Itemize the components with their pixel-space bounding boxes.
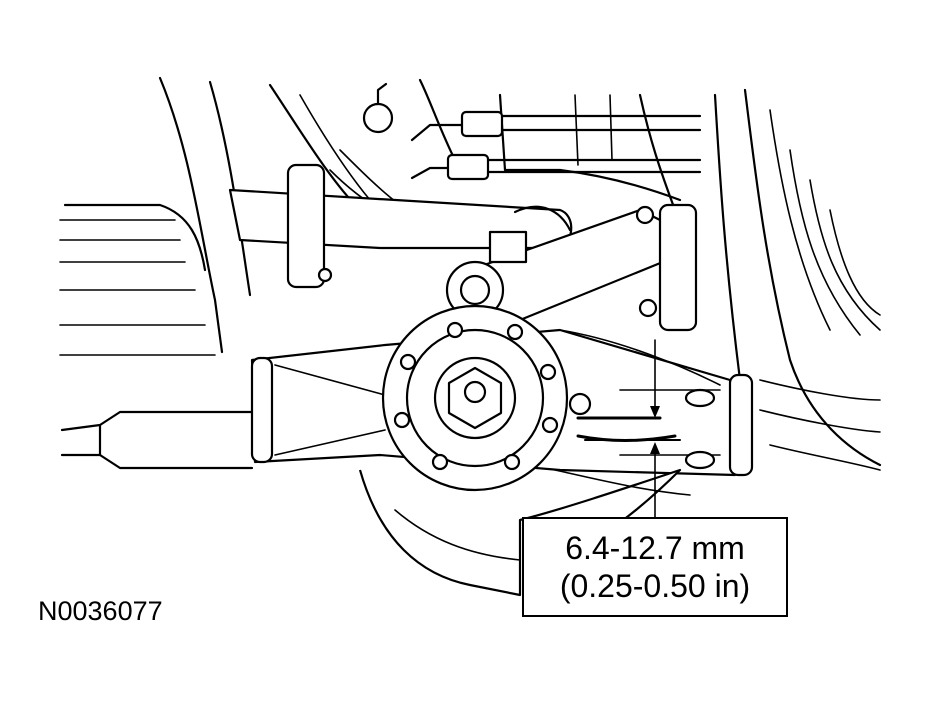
callout-metric: 6.4-12.7 mm (565, 530, 745, 566)
brake-lines (329, 110, 702, 216)
measurement-callout: 6.4-12.7 mm (0.25-0.50 in) (522, 517, 788, 617)
left-body-contours (59, 76, 252, 356)
upper-structure (268, 78, 682, 212)
crossmember (228, 163, 698, 332)
right-body-contours (713, 88, 882, 471)
figure-id: N0036077 (38, 596, 163, 626)
callout-imperial: (0.25-0.50 in) (559, 568, 751, 604)
differential-case (358, 329, 721, 597)
measurement-indicator (576, 339, 681, 518)
pinion-flange (381, 304, 592, 492)
